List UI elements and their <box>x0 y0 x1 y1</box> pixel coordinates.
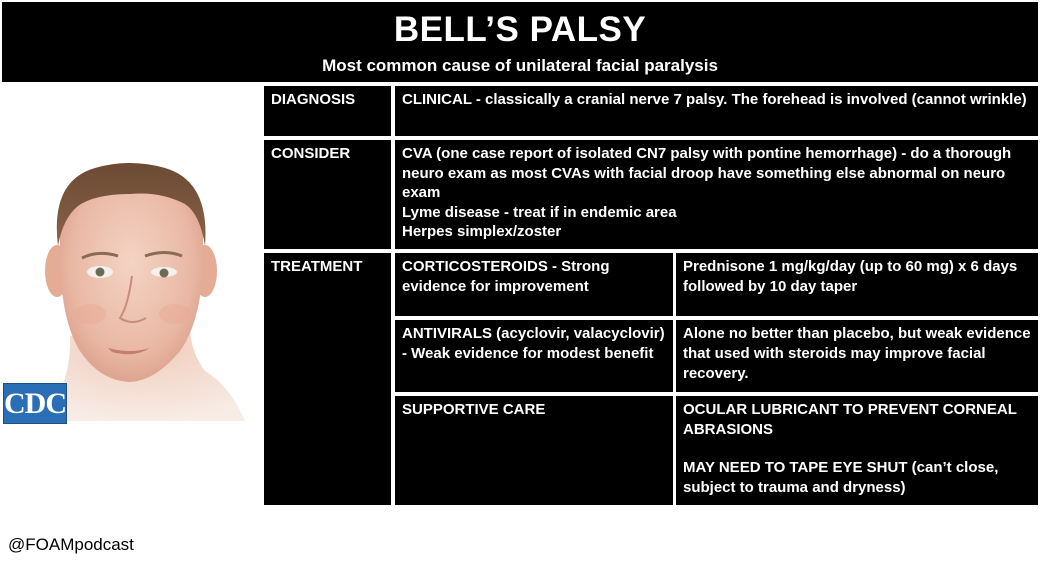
consider-line-cva: CVA (one case report of isolated CN7 pal… <box>402 145 1012 201</box>
page-subtitle: Most common cause of unilateral facial p… <box>322 56 718 75</box>
face-drawing <box>40 163 245 421</box>
treatment-supportive-name: SUPPORTIVE CARE <box>402 401 546 418</box>
patient-face-illustration <box>0 86 262 426</box>
diagnosis-label-cell: DIAGNOSIS <box>264 86 391 136</box>
treatment-supportive-detail-lubricant: OCULAR LUBRICANT TO PREVENT CORNEAL ABRA… <box>683 401 1017 438</box>
treatment-corticosteroids-cell: CORTICOSTEROIDS - Strong evidence for im… <box>395 253 673 316</box>
cdc-logo: CDC <box>3 383 67 424</box>
treatment-corticosteroids-detail: Prednisone 1 mg/kg/day (up to 60 mg) x 6… <box>683 258 1018 295</box>
consider-text-cell: CVA (one case report of isolated CN7 pal… <box>395 140 1038 249</box>
treatment-antivirals-detail: Alone no better than placebo, but weak e… <box>683 325 1031 382</box>
treatment-label: TREATMENT <box>271 258 363 275</box>
treatment-antivirals-name: ANTIVIRALS (acyclovir, valacyclovir) - W… <box>402 325 665 362</box>
treatment-supportive-detail-tape: MAY NEED TO TAPE EYE SHUT (can’t close, … <box>683 459 999 496</box>
title-banner: BELL’S PALSY Most common cause of unilat… <box>2 2 1038 82</box>
consider-line-lyme: Lyme disease - treat if in endemic area <box>402 203 677 221</box>
consider-label: CONSIDER <box>271 145 351 162</box>
consider-line-herpes: Herpes simplex/zoster <box>402 223 562 240</box>
treatment-corticosteroids-name: CORTICOSTEROIDS - Strong evidence for im… <box>402 258 610 295</box>
page-title: BELL’S PALSY <box>393 10 647 49</box>
treatment-antivirals-cell: ANTIVIRALS (acyclovir, valacyclovir) - W… <box>395 320 673 392</box>
treatment-corticosteroids-detail-cell: Prednisone 1 mg/kg/day (up to 60 mg) x 6… <box>676 253 1038 316</box>
treatment-supportive-cell: SUPPORTIVE CARE <box>395 396 673 505</box>
consider-label-cell: CONSIDER <box>264 140 391 249</box>
podcast-handle: @FOAMpodcast <box>8 535 134 554</box>
treatment-label-cell: TREATMENT <box>264 253 391 505</box>
treatment-supportive-detail-cell: OCULAR LUBRICANT TO PREVENT CORNEAL ABRA… <box>676 396 1038 505</box>
treatment-antivirals-detail-cell: Alone no better than placebo, but weak e… <box>676 320 1038 392</box>
diagnosis-text: CLINICAL - classically a cranial nerve 7… <box>402 91 1027 108</box>
diagnosis-text-cell: CLINICAL - classically a cranial nerve 7… <box>395 86 1038 136</box>
diagnosis-label: DIAGNOSIS <box>271 91 356 108</box>
